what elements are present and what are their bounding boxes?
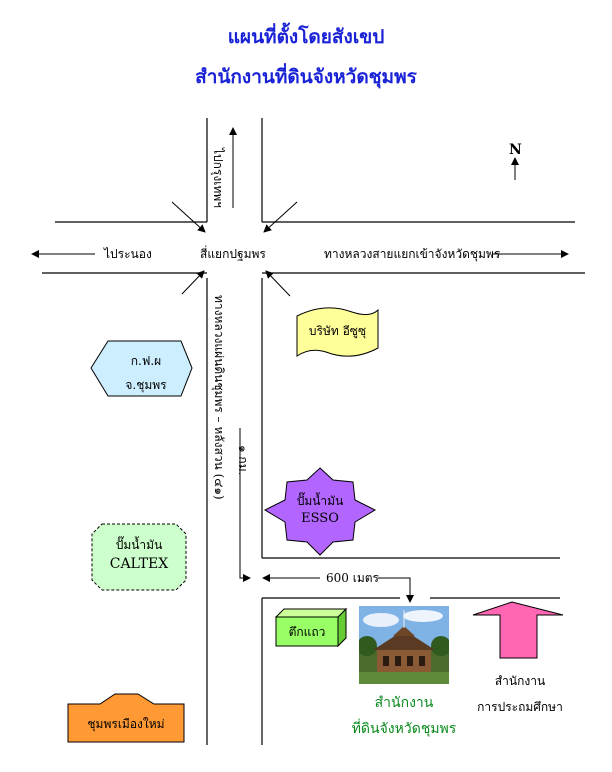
- diag-arrow-ne: [263, 201, 298, 233]
- photo-window: [383, 656, 389, 666]
- map-subtitle: สำนักงานที่ดินจังหวัดชุมพร: [195, 66, 417, 88]
- edu-office-arrow-shape: [472, 601, 564, 659]
- land-office-photo: [359, 606, 449, 684]
- caltex-line1: ปั๊มน้ำมัน: [115, 538, 163, 552]
- photo-tree: [431, 636, 449, 656]
- isuzu-label: บริษัท อีซูซุ: [297, 323, 378, 339]
- compass-label: N: [509, 142, 522, 158]
- land-office-caption: สำนักงาน ที่ดินจังหวัดชุมพร: [340, 690, 468, 742]
- land-office-photo-image: [359, 606, 449, 684]
- photo-building: [377, 650, 431, 672]
- shophouse-label: ตึกแถว: [288, 625, 326, 639]
- road-label-south: ทางหลวงแผ่นดินชุมพร – หลังสวน (๔๑): [212, 295, 226, 500]
- caltex-label: ปั๊มน้ำมัน CALTEX: [92, 536, 186, 574]
- egat-label: ก.ฟ.ผ จ.ชุมพร: [100, 349, 192, 397]
- photo-cloud: [363, 613, 399, 627]
- photo-window: [419, 656, 425, 666]
- land-office-line2: ที่ดินจังหวัดชุมพร: [351, 721, 457, 737]
- photo-window: [407, 656, 413, 666]
- egat-hexagon-shape: [90, 340, 193, 397]
- distance-arrow-right: [378, 577, 414, 603]
- caltex-line2: CALTEX: [109, 556, 169, 572]
- egat-line1: ก.ฟ.ผ: [130, 354, 162, 368]
- diag-arrow-nw: [171, 201, 206, 233]
- road-label-north: ไปกรุงเทพฯ: [211, 148, 225, 208]
- old-town-label: ชุมพรเมืองใหม่: [87, 717, 165, 731]
- south-arrow: [239, 428, 251, 582]
- photo-lawn: [359, 672, 449, 684]
- esso-line2: ESSO: [301, 511, 339, 526]
- caltex-octagon-shape: [91, 523, 187, 591]
- photo-tree: [359, 636, 377, 656]
- diag-arrow-se: [265, 270, 291, 297]
- edu-office-line2: การประถมศึกษา: [477, 700, 563, 714]
- road-label-west: ไประนอง: [104, 247, 152, 261]
- photo-roof-peak: [393, 626, 415, 636]
- shophouse-box-front: [275, 616, 339, 647]
- photo-cloud: [403, 610, 443, 622]
- shophouse-box-top: [274, 608, 348, 618]
- distance-label: 600 เมตร: [326, 571, 379, 585]
- edu-office-line1: สำนักงาน: [494, 674, 546, 688]
- esso-line1: ปั๊มน้ำมัน: [296, 494, 344, 508]
- egat-line2: จ.ชุมพร: [125, 378, 167, 392]
- distance-km-label: ๑ กม.: [236, 445, 250, 476]
- isuzu-flag-shape: [296, 307, 379, 357]
- isuzu-text: บริษัท อีซูซุ: [308, 324, 367, 338]
- diag-arrow-sw: [181, 270, 205, 295]
- old-town-arrow-shape: [67, 693, 185, 743]
- esso-star-shape: [263, 467, 377, 556]
- edu-office-caption: สำนักงาน การประถมศึกษา: [470, 668, 570, 720]
- esso-label: ปั๊มน้ำมัน ESSO: [280, 492, 360, 528]
- photo-roof: [373, 630, 435, 650]
- photo-window: [395, 656, 401, 666]
- intersection-label: สี่แยกปฐมพร: [200, 247, 266, 261]
- land-office-line1: สำนักงาน: [374, 695, 434, 711]
- map-title: แผนที่ตั้งโดยสังเขป: [227, 26, 385, 48]
- road-label-east: ทางหลวงสายแยกเข้าจังหวัดชุมพร: [324, 247, 501, 261]
